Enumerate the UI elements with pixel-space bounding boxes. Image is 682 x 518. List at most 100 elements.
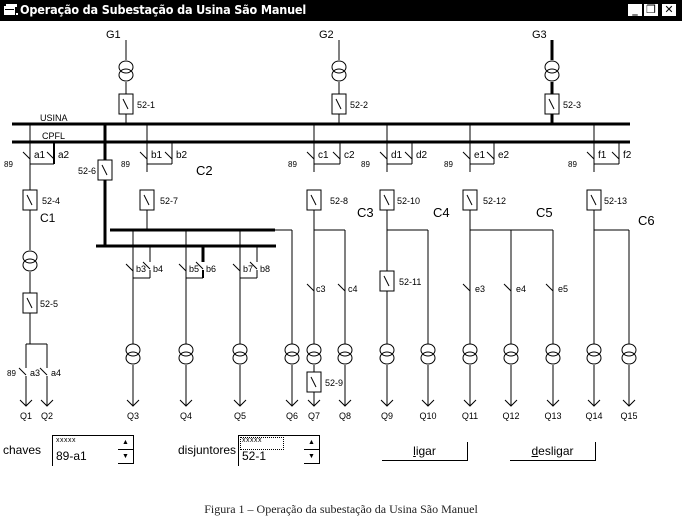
disjuntores-label: disjuntores [178, 443, 237, 457]
transformer-coil [232, 351, 248, 365]
transformer-coil [462, 343, 478, 357]
switch-prefix-label: 89 [288, 160, 297, 169]
switch-label: e5 [558, 284, 568, 294]
breaker-label: 52-2 [350, 100, 368, 110]
transformer-coil [22, 258, 38, 272]
load-arrow-icon [546, 399, 560, 407]
switch-icon [306, 151, 315, 160]
switch-icon [486, 151, 495, 160]
load-arrow-icon [421, 399, 435, 407]
circuit-label: C5 [536, 205, 553, 220]
switch-label: e2 [498, 150, 510, 161]
switch-icon [22, 151, 31, 160]
breaker-icon [462, 189, 478, 211]
switch-label: f1 [598, 150, 607, 161]
load-arrow-icon [622, 399, 636, 407]
switch-prefix-label: 89 [361, 160, 370, 169]
circuit-label: C3 [357, 205, 374, 220]
breaker-contact [590, 194, 597, 206]
load-label: Q10 [419, 411, 436, 421]
transformer-coil [503, 343, 519, 357]
window-title: Operação da Subestação da Usina São Manu… [20, 2, 307, 17]
transformer-icon [621, 343, 637, 365]
chaves-up-arrow-icon[interactable]: ▲ [118, 436, 134, 450]
load-label: Q13 [544, 411, 561, 421]
switch-label: b6 [206, 264, 216, 274]
generator-breaker-icon [331, 93, 347, 115]
disjuntores-value[interactable]: 52-1 [242, 449, 267, 463]
ligar-button[interactable]: ligar [382, 442, 468, 461]
transformer-coil [337, 351, 353, 365]
load-label: Q2 [41, 411, 53, 421]
load-arrow-icon [380, 399, 394, 407]
switch-label: c1 [318, 150, 329, 161]
transformer-icon [125, 343, 141, 365]
transformer-icon [22, 250, 38, 272]
circuit-label: C2 [196, 163, 213, 178]
switch-label: f2 [623, 150, 632, 161]
switch-label: d1 [391, 150, 403, 161]
transformer-coil [420, 351, 436, 365]
load-arrow-icon [504, 399, 518, 407]
load-label: Q12 [502, 411, 519, 421]
transformer-coil [545, 351, 561, 365]
switch-label: a2 [58, 150, 70, 161]
chaves-spinbox[interactable]: xxxxx 89-a1 ▲ ▼ [52, 435, 134, 466]
chaves-down-arrow-icon[interactable]: ▼ [118, 450, 134, 464]
breaker-label: 52-8 [330, 196, 348, 206]
chaves-value[interactable]: 89-a1 [56, 449, 87, 463]
breaker-contact [466, 194, 473, 206]
desligar-button[interactable]: desligar [510, 442, 596, 461]
maximize-button[interactable]: ❐ [643, 3, 659, 17]
breaker-icon [379, 189, 395, 211]
chaves-label: chaves [3, 443, 42, 457]
transformer-coil [22, 250, 38, 264]
title-bar: Operação da Subestação da Usina São Manu… [0, 0, 682, 21]
load-arrow-icon [307, 399, 321, 407]
breaker-contact [548, 98, 555, 110]
transformer-coil [545, 343, 561, 357]
switch-icon [611, 151, 620, 160]
breaker-icon [379, 270, 395, 292]
breaker-label: 52-9 [325, 378, 343, 388]
switch-icon [139, 151, 148, 160]
generator-transformer-icon [544, 60, 560, 82]
load-arrow-icon [179, 399, 193, 407]
transformer-icon [379, 343, 395, 365]
desligar-accelerator: d [531, 444, 539, 458]
load-label: Q4 [180, 411, 192, 421]
breaker-label: 52-12 [483, 196, 506, 206]
generator-transformer-icon [118, 60, 134, 82]
bus-usina-label: USINA [40, 113, 68, 123]
transformer-icon [462, 343, 478, 365]
switch-label: b5 [189, 264, 199, 274]
switch-icon [306, 283, 315, 292]
generator-breaker-icon [544, 93, 560, 115]
transformer-coil [462, 351, 478, 365]
chaves-hint: xxxxx [56, 437, 76, 444]
breaker-contact [26, 194, 33, 206]
disjuntores-spinbox[interactable]: xxxxx 52-1 ▲ ▼ [238, 435, 320, 466]
figure-caption: Figura 1 – Operação da subestação da Usi… [204, 502, 478, 516]
load-label: Q8 [339, 411, 351, 421]
switch-icon [462, 151, 471, 160]
disjuntores-down-arrow-icon[interactable]: ▼ [304, 450, 320, 464]
switch-icon [332, 151, 341, 160]
switch-icon [178, 263, 187, 272]
switch-icon [462, 283, 471, 292]
minimize-button[interactable]: _ [627, 3, 643, 17]
switch-icon [545, 283, 554, 292]
switch-label: b1 [151, 150, 163, 161]
breaker-contact [310, 376, 317, 388]
load-arrow-icon [126, 399, 140, 407]
breaker-contact [383, 194, 390, 206]
switch-prefix-label: 89 [121, 160, 130, 169]
switch-icon [18, 367, 27, 376]
disjuntores-up-arrow-icon[interactable]: ▲ [304, 436, 320, 450]
switch-icon [142, 261, 151, 270]
breaker-contact [335, 98, 342, 110]
close-button[interactable]: ✕ [661, 3, 677, 17]
transformer-coil [621, 343, 637, 357]
circuit-label: C4 [433, 205, 450, 220]
breaker-icon [139, 189, 155, 211]
